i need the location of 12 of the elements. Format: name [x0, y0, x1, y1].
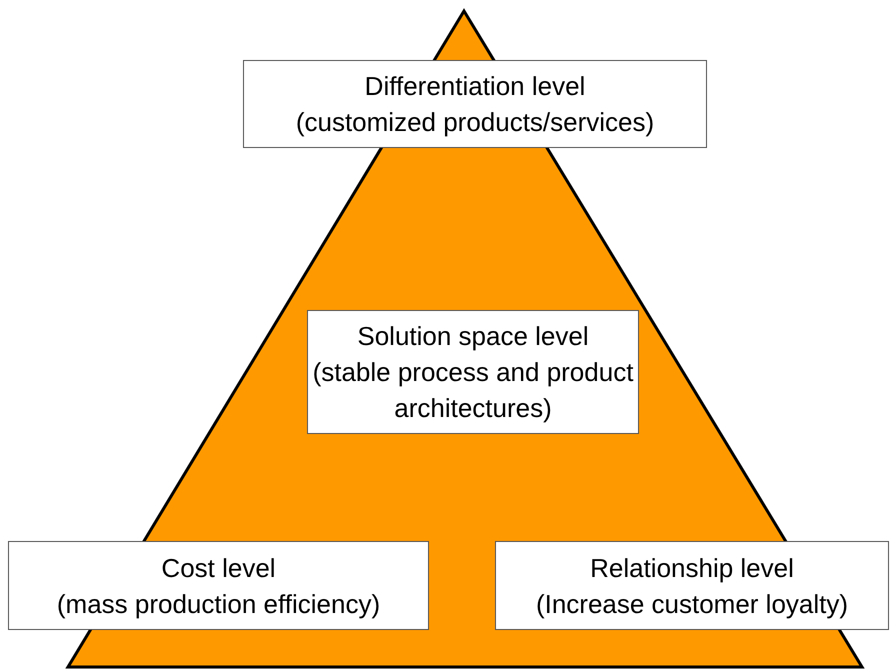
level-box	[8, 541, 429, 630]
level-description: (stable process and product architectures)	[312, 356, 634, 425]
level-box	[243, 60, 707, 148]
level-description: (customized products/services)	[296, 106, 654, 139]
level-title: Relationship level	[590, 552, 794, 584]
level-box	[307, 310, 639, 434]
level-box	[495, 541, 889, 630]
level-title: Cost level	[161, 552, 276, 584]
level-description: (Increase customer loyalty)	[536, 588, 848, 620]
level-description: (mass production efficiency)	[56, 588, 380, 620]
level-title: Solution space level	[357, 320, 589, 353]
level-title: Differentiation level	[364, 70, 586, 103]
